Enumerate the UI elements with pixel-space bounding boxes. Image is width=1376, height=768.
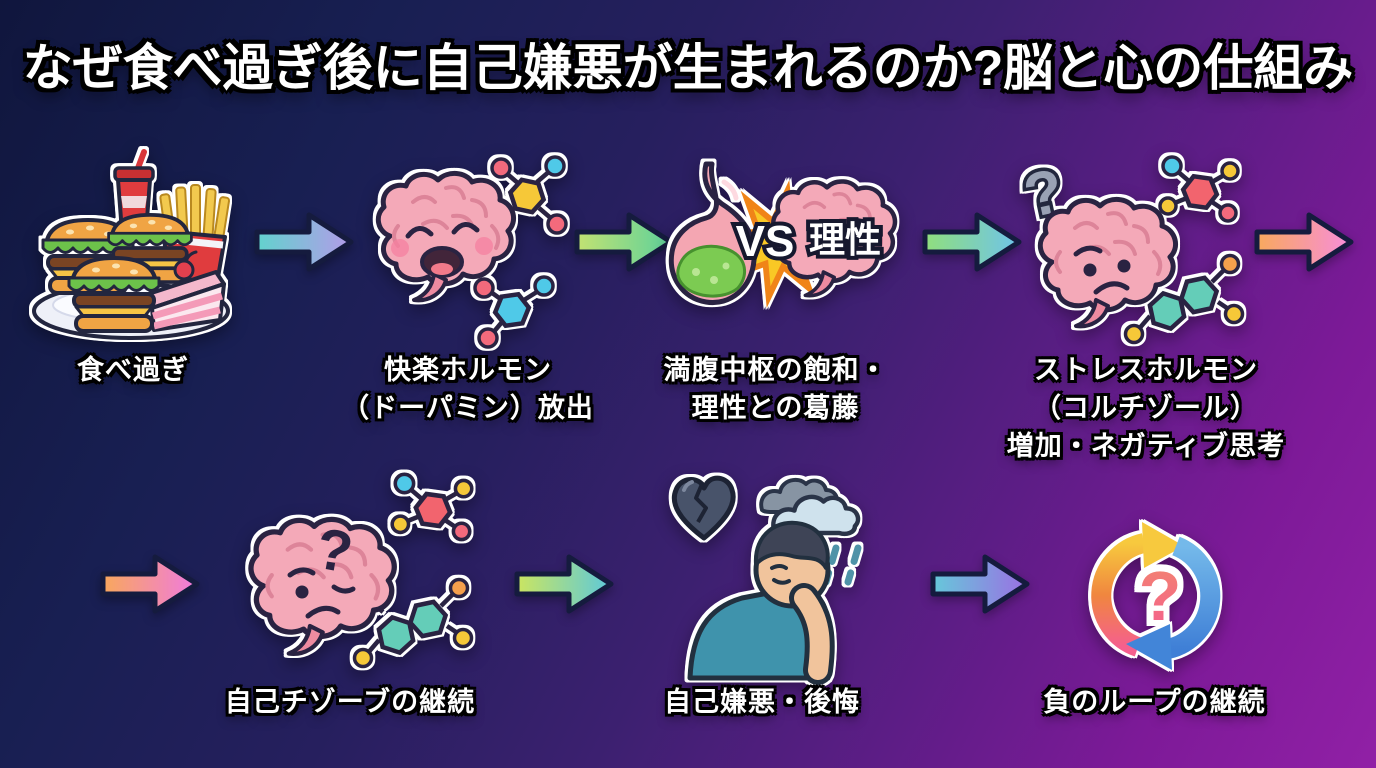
flow-arrow-icon <box>922 212 1022 272</box>
loop-arrowhead-top <box>1142 522 1184 568</box>
step-label-cortisol: ストレスホルモン （コルチゾール） 増加・ネガティブ思考 <box>1006 355 1286 461</box>
page-title: なぜ食べ過ぎ後に自己嫌悪が生まれるのか?脳と心の仕組み <box>22 40 1354 96</box>
step-label-self-doubt: 自己チゾーブの継続 <box>224 687 476 717</box>
question-mark-icon: ? <box>1139 557 1182 635</box>
flow-arrow-icon <box>514 554 614 614</box>
cake-slice-icon <box>134 250 226 332</box>
loop-arc-right <box>1165 536 1221 659</box>
negative-loop-icon: ? <box>1091 522 1221 670</box>
molecule-icon <box>490 155 568 235</box>
happy-face <box>391 222 493 278</box>
broken-heart-icon <box>671 475 736 541</box>
regret-person-icon <box>671 475 862 685</box>
loop-arrowhead-bottom <box>1126 624 1172 670</box>
vs-text: VS <box>736 217 795 266</box>
step-label-self-loathing: 自己嫌悪・後悔 <box>664 687 860 717</box>
molecule-icon <box>473 275 555 349</box>
molecule-icon <box>392 474 472 539</box>
reason-text: 理性 <box>809 219 881 260</box>
stressed-brain-cortisol-icon: ? <box>1015 153 1254 354</box>
flow-arrow-icon <box>1254 212 1354 272</box>
molecule-icon <box>1160 157 1238 221</box>
step-label-overeating: 食べ過ぎ <box>77 355 189 385</box>
loop-arc-left <box>1091 533 1147 657</box>
flow-arrow-icon <box>574 212 674 272</box>
step-label-satiety: 満腹中枢の飽和・ 理性との葛藤 <box>663 355 888 423</box>
step-label-dopamine: 快楽ホルモン （ドーパミン）放出 <box>342 355 594 423</box>
worried-face <box>1073 245 1131 295</box>
worried-brain-molecules-icon: ? <box>228 458 483 676</box>
stomach-vs-brain-icon: VS 理性 <box>668 161 904 309</box>
flow-arrow-icon <box>930 554 1030 614</box>
worried-face <box>287 567 356 619</box>
step-label-negative-loop: 負のループの継続 <box>1043 687 1266 717</box>
junk-food-plate-icon <box>32 149 231 340</box>
sad-person <box>687 520 835 685</box>
flow-arrow-icon <box>254 212 354 272</box>
happy-brain-dopamine-icon <box>362 155 568 349</box>
flow-arrow-icon <box>100 554 200 614</box>
stomach-icon <box>668 161 757 306</box>
